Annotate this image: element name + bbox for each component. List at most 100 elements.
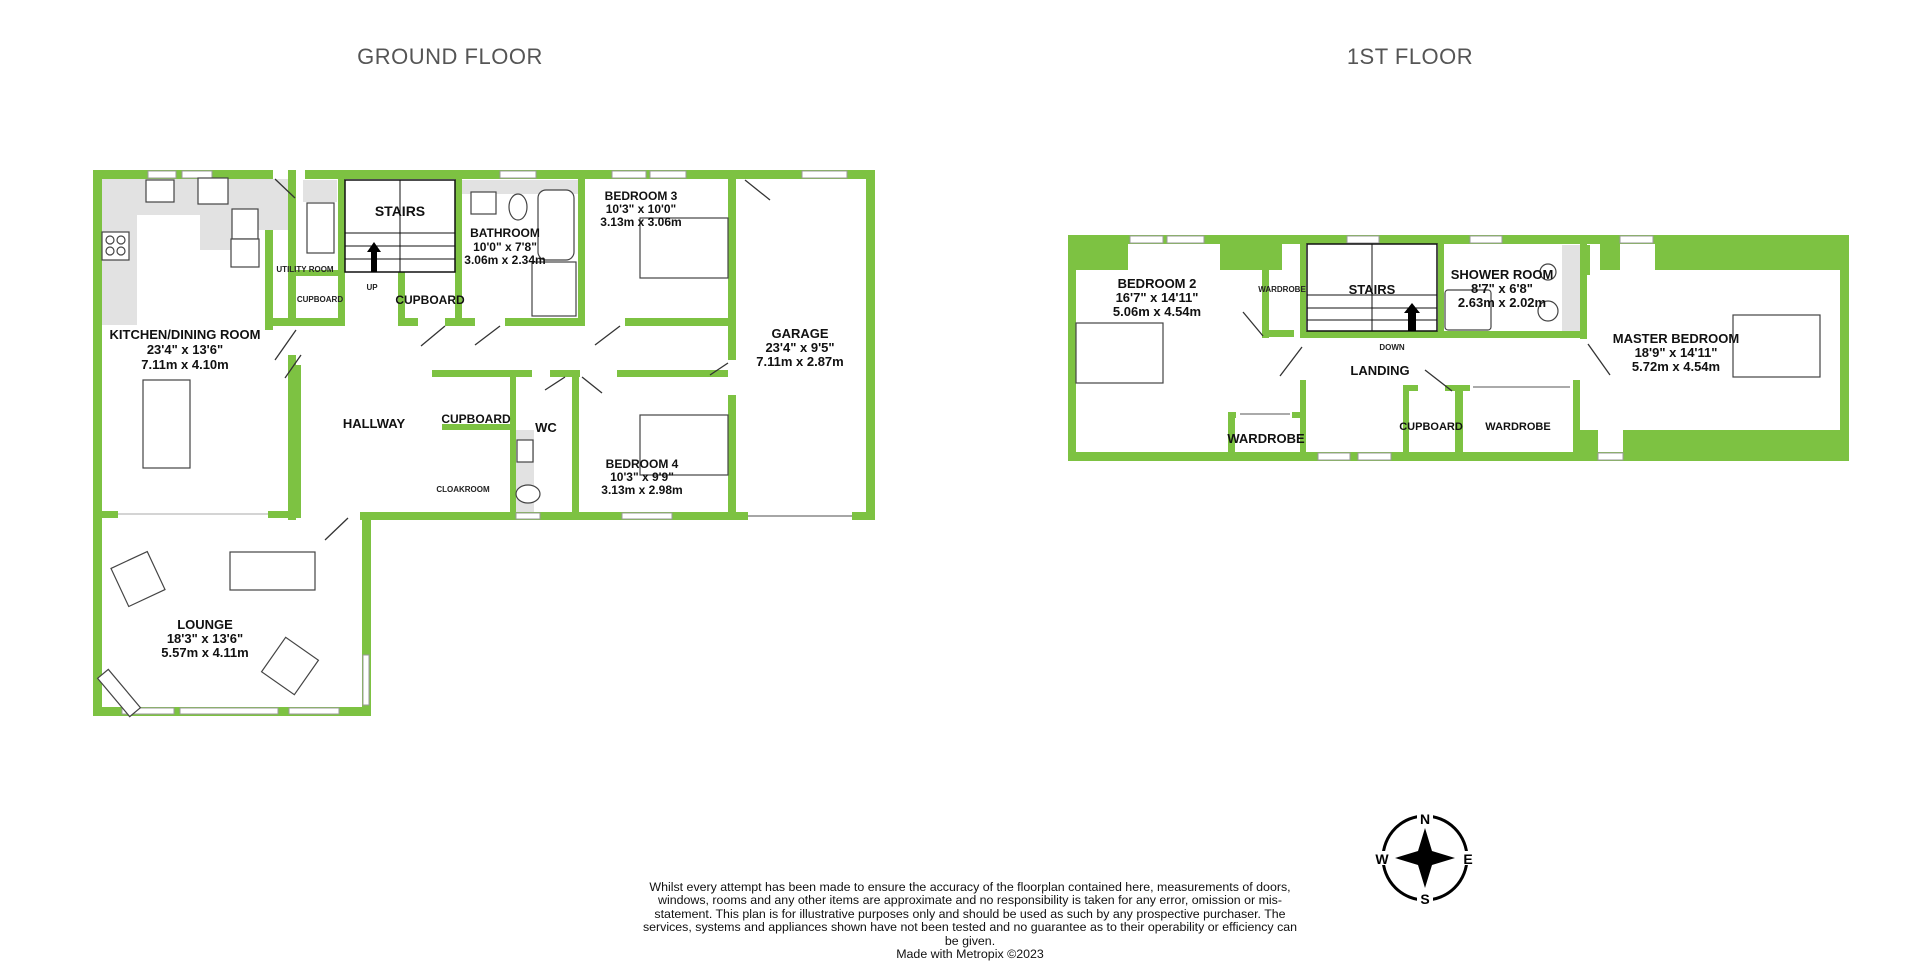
window	[179, 707, 279, 715]
window	[649, 170, 687, 179]
wall	[398, 272, 405, 326]
room-dim-imperial: 10'0" x 7'8"	[473, 240, 537, 254]
stairs-direction: DOWN	[1379, 343, 1405, 352]
window	[1619, 235, 1654, 244]
wall	[505, 318, 585, 326]
door	[274, 178, 296, 199]
compass-east: E	[1463, 851, 1472, 867]
room-dim-metric: 2.63m x 2.02m	[1458, 295, 1546, 310]
dining-table-icon	[142, 379, 191, 469]
wall	[1292, 412, 1300, 418]
stairs-direction: UP	[366, 283, 378, 292]
door	[274, 329, 297, 361]
wall	[398, 318, 418, 326]
room-dim-metric: 5.06m x 4.54m	[1113, 304, 1201, 319]
compass-south: S	[1420, 891, 1429, 907]
wall	[1220, 235, 1282, 270]
wall	[550, 370, 580, 377]
door	[324, 517, 349, 541]
basin-icon	[516, 439, 534, 463]
wall	[617, 370, 728, 377]
wall	[268, 511, 296, 518]
basin-icon	[470, 191, 497, 215]
window	[1597, 452, 1624, 461]
bed-icon	[1732, 314, 1821, 378]
door	[1279, 346, 1303, 377]
wall	[1580, 430, 1598, 460]
window	[1129, 235, 1164, 244]
wall	[1228, 412, 1235, 460]
window	[121, 707, 175, 715]
room-label: BEDROOM 2	[1118, 276, 1197, 291]
bed-icon	[639, 217, 729, 279]
window	[1166, 235, 1205, 244]
window	[621, 512, 673, 520]
first-floor-plan: BEDROOM 2 16'7" x 14'11" 5.06m x 4.54m W…	[1068, 235, 1849, 461]
wall	[1655, 235, 1849, 270]
wall	[728, 395, 736, 520]
wall	[305, 170, 875, 179]
room-label: STAIRS	[1349, 282, 1396, 297]
compass-rose: N S W E	[1375, 811, 1474, 907]
wall	[625, 318, 735, 326]
door	[1424, 369, 1453, 392]
shower-tray-icon	[1444, 289, 1492, 331]
wall	[93, 170, 102, 716]
window	[288, 707, 340, 715]
wall	[288, 170, 296, 320]
compass-star-icon	[1395, 828, 1455, 888]
room-label: STAIRS	[375, 203, 425, 219]
door	[544, 376, 566, 391]
room-dim-imperial: 23'4" x 9'5"	[765, 340, 834, 355]
ground-floor-plan: KITCHEN/DINING ROOM 23'4" x 13'6" 7.11m …	[93, 170, 875, 718]
wall	[1300, 244, 1306, 338]
room-dim-metric: 5.72m x 4.54m	[1632, 359, 1720, 374]
wall	[442, 424, 512, 430]
door	[1242, 311, 1264, 337]
bath-icon	[537, 189, 575, 261]
room-dim-metric: 3.13m x 3.06m	[600, 215, 681, 229]
room-label: CUPBOARD	[1399, 421, 1463, 433]
window	[611, 170, 647, 179]
room-label: BEDROOM 4	[606, 457, 679, 471]
arrow-up-icon	[367, 242, 381, 272]
room-dim-metric: 5.57m x 4.11m	[161, 645, 248, 660]
room-label: LOUNGE	[177, 617, 233, 632]
wall	[1573, 380, 1580, 460]
wall	[1455, 385, 1463, 460]
room-label: WC	[535, 420, 557, 435]
fireplace-icon	[96, 668, 142, 718]
wall	[1068, 235, 1076, 461]
disclaimer-text: Whilst every attempt has been made to en…	[642, 880, 1298, 948]
window	[515, 512, 541, 520]
room-dim-imperial: 16'7" x 14'11"	[1116, 290, 1199, 305]
wall	[578, 178, 585, 326]
disclaimer-credit: Made with Metropix ©2023	[896, 947, 1044, 962]
wall	[93, 511, 118, 518]
shower-worktop	[1562, 245, 1580, 331]
window	[801, 170, 848, 179]
toilet-icon	[1537, 300, 1559, 322]
door	[284, 354, 302, 379]
room-dim-imperial: 10'3" x 10'0"	[606, 202, 676, 216]
room-label: WARDROBE	[1485, 421, 1550, 433]
window	[181, 170, 213, 179]
door	[744, 179, 771, 201]
room-dim-imperial: 10'3" x 9'9"	[610, 470, 674, 484]
armchair-icon	[260, 636, 320, 696]
door	[594, 325, 621, 346]
bed-icon	[639, 414, 729, 476]
room-label: CLOAKROOM	[436, 485, 490, 494]
room-dim-metric: 7.11m x 4.10m	[141, 357, 228, 372]
ground-floor-title: GROUND FLOOR	[357, 44, 543, 69]
hob-icon	[101, 231, 130, 261]
door	[420, 325, 446, 347]
arrow-down-icon	[1404, 303, 1420, 331]
wall	[1403, 385, 1409, 460]
wall	[1600, 235, 1620, 270]
wall	[572, 370, 579, 520]
basin-icon	[1539, 263, 1557, 281]
wall	[1262, 330, 1294, 337]
room-label: MASTER BEDROOM	[1613, 331, 1739, 346]
kitchen-worktop	[102, 179, 288, 290]
